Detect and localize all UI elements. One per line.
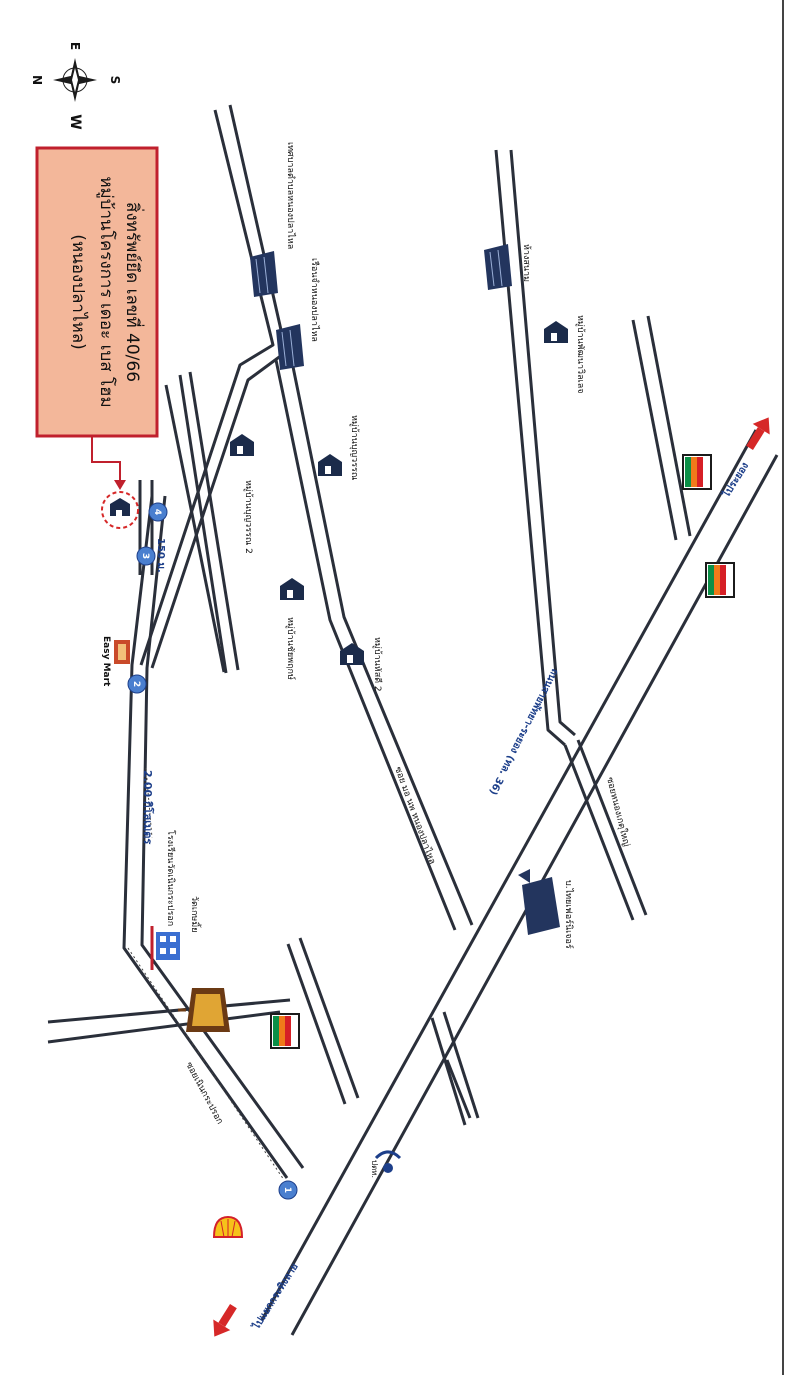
seven-eleven-icon (270, 1013, 300, 1049)
label-soi-nongplalai: ซอย มอ นพ หนองปลาไหล (392, 765, 438, 865)
callout-line1: สิ่งทรัพย์ยึด เลขที่ 40/66 (122, 202, 145, 382)
marker-1: 1 (278, 1180, 298, 1200)
label-distance-150: 150 ม. (155, 538, 166, 573)
label-factory: บ.ไทยเฟอร์นิเจอร์ (563, 880, 575, 949)
label-easy-mart: Easy Mart (101, 636, 111, 687)
school-icon (150, 926, 180, 970)
label-school: โรงเรียนวัดเนินกระปรอก (165, 830, 176, 926)
temple-icon (178, 988, 230, 1032)
seven-eleven-icon (705, 562, 735, 598)
house-icon (318, 454, 342, 476)
label-prison: เรือนจำหนองปลาไหล (309, 258, 320, 342)
highway-road (260, 429, 758, 1321)
label-village-hatsadi2: หมู่บ้านหัสดี 2 (372, 637, 383, 692)
callout-box (35, 146, 159, 438)
direction-arrow-icon (213, 1304, 237, 1337)
marker-4-label: 4 (152, 509, 162, 515)
building-icon (484, 244, 512, 290)
label-to-kratinglai: ไปแยกกระทิงลาย (249, 1260, 301, 1332)
marker-3: 3 (136, 546, 156, 566)
soi-nern-road-edge (140, 495, 305, 1169)
shell-station-icon (212, 1215, 244, 1238)
house-icon (230, 434, 254, 456)
soi-nern-road (122, 495, 289, 1179)
label-distance-2km: 2.00 กิโลเมตร (141, 770, 155, 844)
compass-east-label: E (68, 42, 82, 50)
lower-road-3 (445, 1059, 472, 1119)
label-temple: วัดเกษมิ้ย (189, 896, 202, 933)
callout-connector (91, 436, 121, 480)
dotted-path-2 (145, 767, 153, 839)
map-labels: เทศบาลตำบลหนองปลาไหล เรือนจำหนองปลาไหล ห… (101, 142, 751, 1332)
marker-2: 2 (127, 674, 147, 694)
compass-west-label: W (67, 114, 83, 129)
right-road-edge (646, 315, 692, 537)
label-village-chaiyaphruek: หมู่บ้านชัยพฤกษ์ (285, 617, 297, 680)
label-village-bunyawan: หมู่บ้านบุญวรรณ (349, 415, 360, 480)
marker-2-label: 2 (131, 681, 141, 687)
callout-arrowhead (114, 480, 126, 490)
callout-line2: หมู่บ้านโครงการ เดอะ เบส โฮม (96, 176, 117, 407)
lower-road-1-edge (298, 937, 360, 1099)
compass-rose-icon: E W N S (30, 42, 122, 130)
marker-1-label: 1 (282, 1187, 292, 1193)
lower-road-2 (430, 1017, 467, 1126)
road-to-target (139, 109, 275, 666)
label-soi-nongket: ซอยหนองเกตุใหญ่ (604, 776, 632, 848)
cross-road-edge (188, 371, 240, 671)
right-road (631, 319, 678, 541)
property-callout: สิ่งทรัพย์ยึด เลขที่ 40/66 หมู่บ้านโครงก… (35, 146, 159, 490)
roads (47, 104, 779, 1336)
building-icon (250, 251, 278, 297)
building-icon (276, 324, 304, 370)
house-icon (340, 643, 364, 665)
road-to-target-edge (150, 104, 288, 669)
factory-building-icon (518, 869, 560, 935)
label-city-hall: เทศบาลตำบลหนองปลาไหล (285, 142, 296, 249)
soi-nongplalai-road (274, 359, 457, 931)
left-road-1 (47, 998, 291, 1024)
cross-road (178, 374, 228, 674)
marker-3-label: 3 (140, 553, 150, 559)
stadium-road-edge (509, 149, 576, 737)
target-house-icon (101, 491, 139, 529)
label-soi-nern: ซอยเนินกระปรอก (183, 1060, 225, 1126)
soi-nongket-road (563, 744, 635, 921)
dotted-path-1 (127, 947, 285, 1181)
compass-north-label: N (30, 75, 44, 85)
label-ptt: ปตท. (370, 1160, 379, 1178)
shop-icon (114, 640, 130, 664)
callout-line3: (หนองปลาไหล) (68, 234, 89, 350)
label-village-phatthana: หมู่บ้านพัฒนาวิลเลจ (575, 315, 586, 394)
lower-road-2-edge (442, 1011, 480, 1119)
label-stadium: ห้างสนาม (521, 244, 532, 282)
marker-4: 4 (148, 502, 168, 522)
left-road-1-edge (47, 1010, 281, 1044)
direction-arrow-icon (746, 417, 770, 450)
house-icon (280, 578, 304, 600)
cross-road-2 (164, 384, 226, 673)
compass-south-label: S (108, 76, 122, 85)
house-icon (544, 321, 568, 343)
ptt-station-icon (374, 1150, 402, 1173)
soi-nongket-road-edge (576, 739, 648, 916)
seven-eleven-icon (682, 454, 712, 490)
stadium-road (494, 149, 566, 747)
soi-nongplalai-road-edge (288, 351, 474, 926)
label-village-bunyawan2: หมู่บ้านบุญวรรณ 2 (243, 480, 254, 554)
lower-road-1 (286, 943, 347, 1105)
